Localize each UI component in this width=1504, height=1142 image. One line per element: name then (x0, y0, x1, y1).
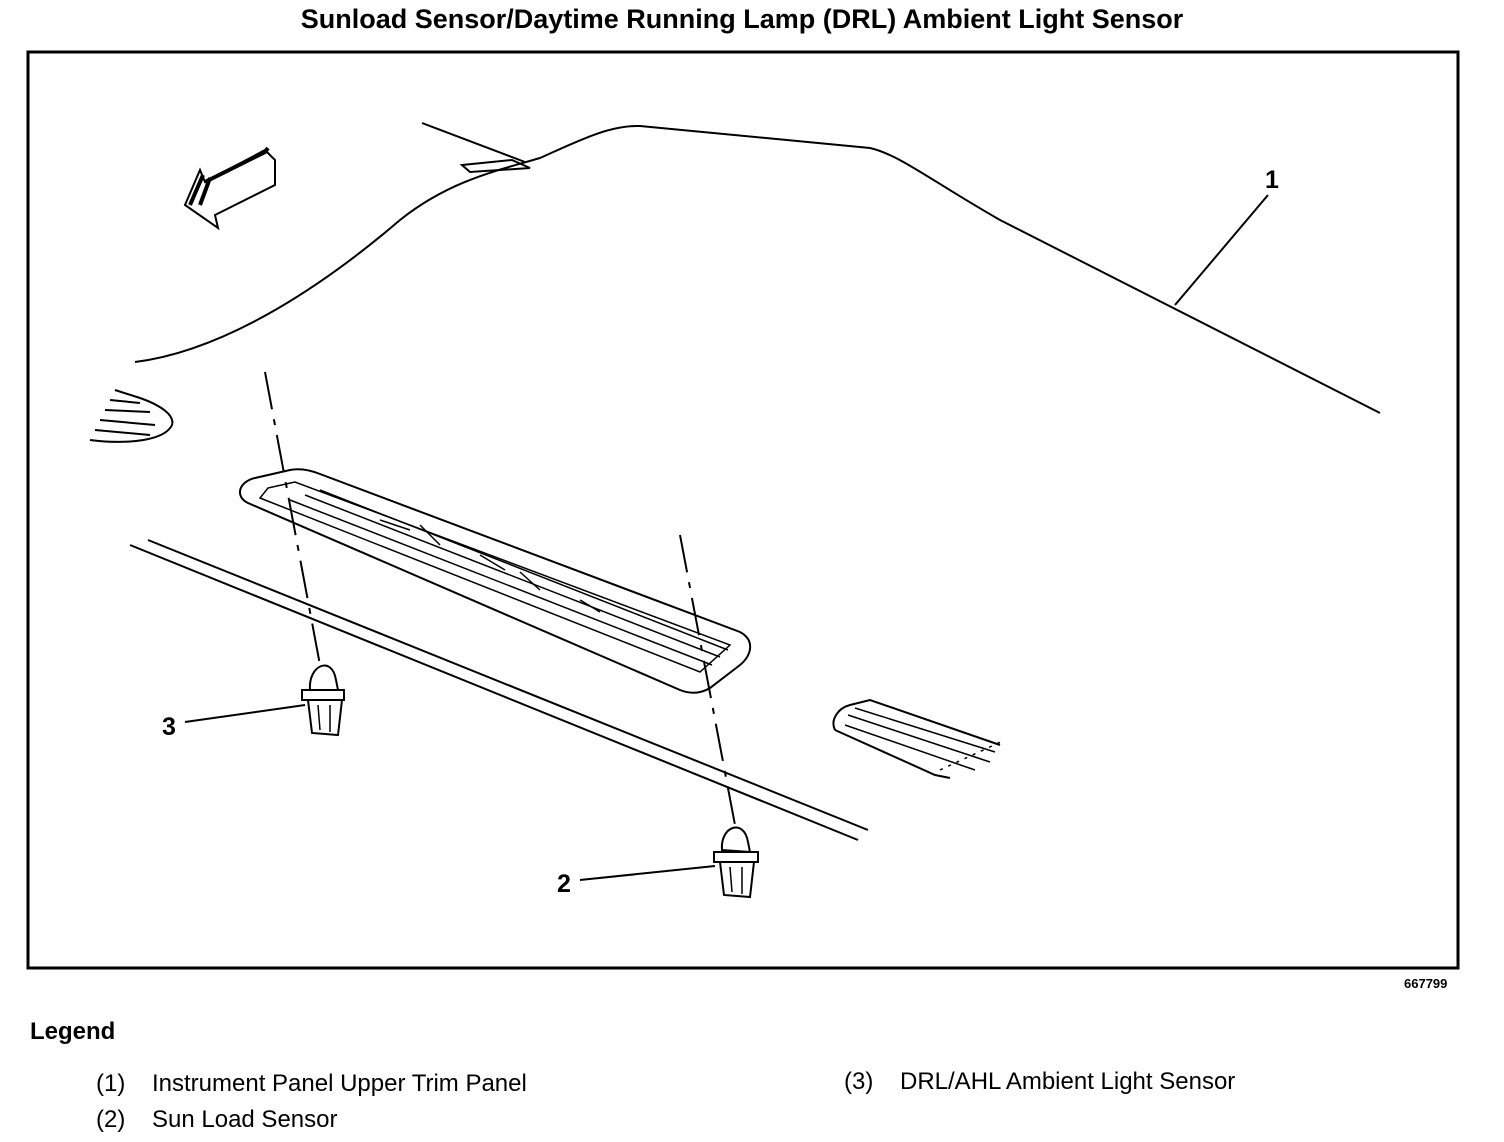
sun-load-sensor-2 (713, 826, 759, 899)
legend-label: Instrument Panel Upper Trim Panel (152, 1070, 527, 1097)
sensor-2-install-line (679, 534, 736, 826)
ambient-light-sensor-3 (301, 664, 345, 737)
legend-item-1: (1) Instrument Panel Upper Trim Panel (96, 1070, 527, 1098)
legend-item-3: (3) DRL/AHL Ambient Light Sensor (844, 1068, 1235, 1096)
legend-label: Sun Load Sensor (152, 1106, 338, 1133)
callout-2-leader (579, 865, 716, 881)
center-vent (239, 468, 752, 694)
callout-1: 1 (1265, 166, 1279, 194)
diagram-title: Sunload Sensor/Daytime Running Lamp (DRL… (300, 4, 1184, 34)
callout-2: 2 (557, 870, 571, 898)
callout-3-leader (184, 704, 306, 723)
callout-3: 3 (162, 713, 176, 741)
legend-item-2: (2) Sun Load Sensor (96, 1106, 337, 1134)
instrument-panel-outline (134, 124, 1381, 414)
forward-arrow-icon (183, 146, 276, 231)
sensor-3-install-line (264, 371, 321, 666)
legend-heading: Legend (30, 1018, 116, 1045)
callout-1-leader (1174, 194, 1269, 306)
legend-label: DRL/AHL Ambient Light Sensor (900, 1068, 1236, 1095)
figure-number: 667799 (1404, 976, 1448, 991)
legend-num: (1) (96, 1070, 126, 1097)
strip-edge-upper (147, 539, 869, 831)
legend-num: (3) (844, 1068, 874, 1095)
left-vent (89, 389, 174, 443)
panel-tab (459, 158, 531, 174)
legend-num: (2) (96, 1106, 126, 1133)
strip-edge-lower (129, 544, 859, 841)
right-vent (832, 698, 1006, 779)
panel-edge-line (421, 122, 526, 163)
diagram-frame (26, 50, 1460, 970)
